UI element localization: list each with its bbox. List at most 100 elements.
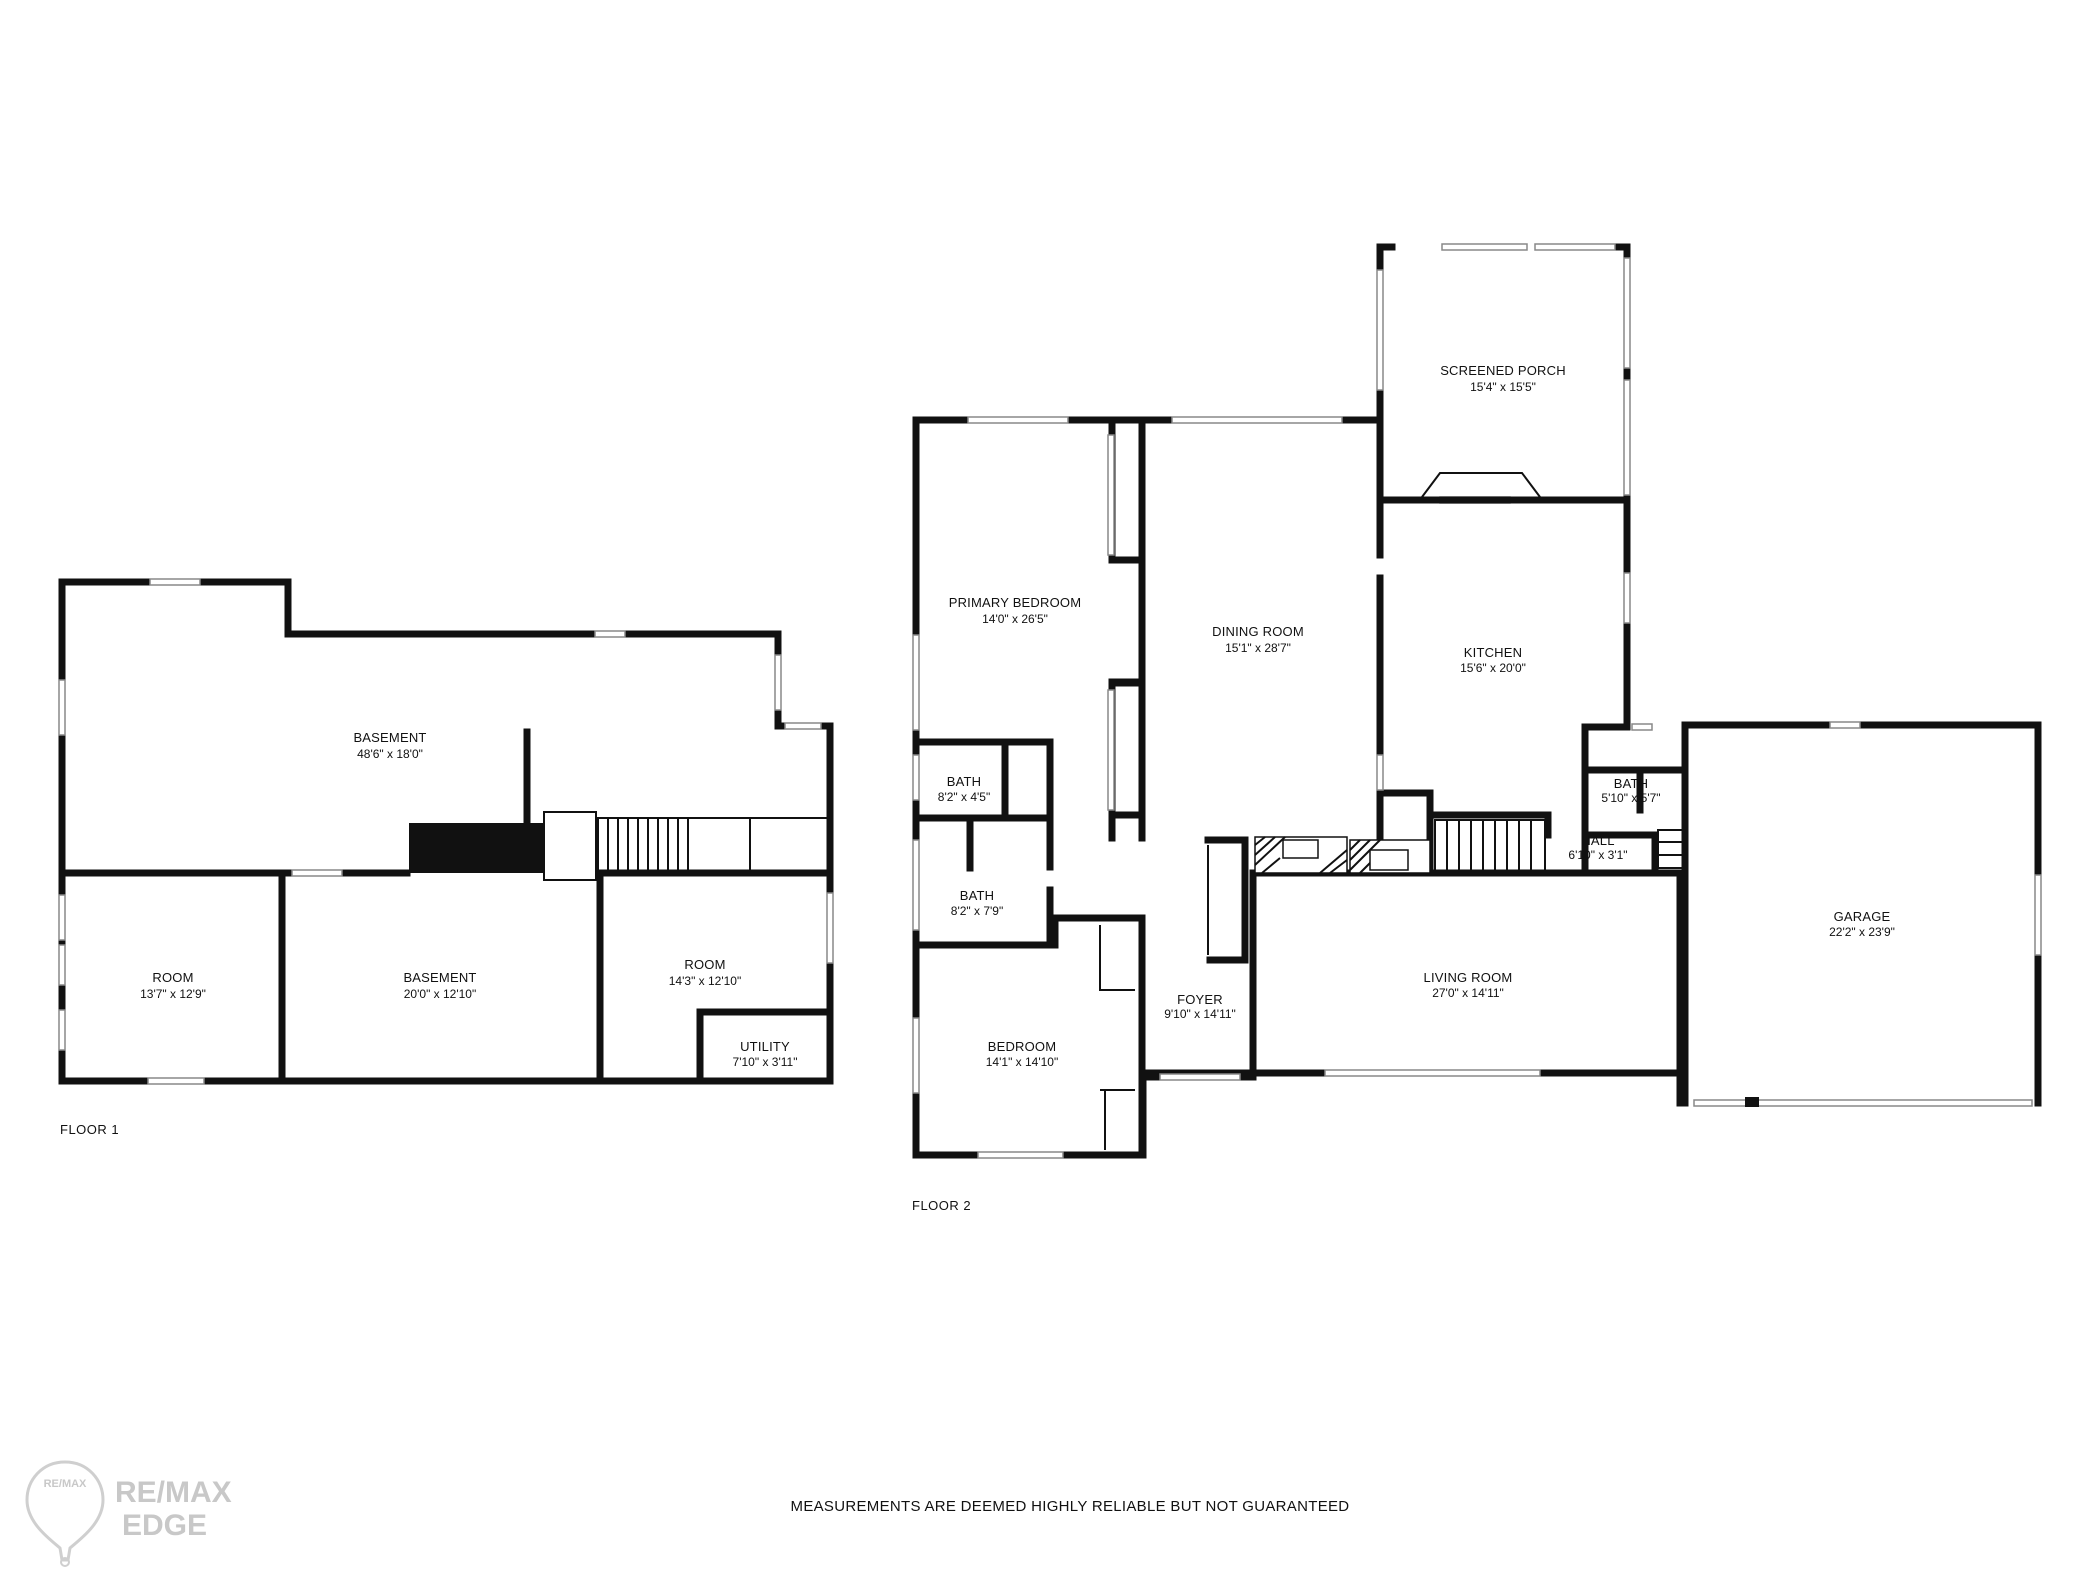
porch-screen	[1623, 257, 1631, 369]
porch-screen	[1534, 243, 1616, 251]
floor-1-stairs	[597, 817, 689, 874]
porch-screen	[1376, 269, 1384, 391]
floor-2-window	[967, 416, 1069, 424]
room-label: BASEMENT	[403, 970, 476, 985]
floor-2-window	[1107, 434, 1115, 556]
room-label: BATH	[960, 888, 995, 903]
kitchen-bath-wall	[1426, 811, 1552, 839]
garage-window	[1829, 721, 1861, 729]
logo-badge-text: RE/MAX	[44, 1478, 87, 1490]
floor-2-window	[1623, 572, 1631, 624]
floor-1-plan: BASEMENT 48'6" x 18'0" ROOM 13'7" x 12'9…	[58, 578, 834, 1137]
floor-1-window	[58, 944, 66, 986]
floor-2-exterior-wall	[912, 416, 1684, 1081]
fireplace-hearth	[1254, 836, 1348, 874]
floor-1-closet	[749, 817, 831, 874]
floor-2-window	[912, 634, 920, 731]
room-dimensions: 8'2" x 4'5"	[938, 790, 990, 804]
room-label: GARAGE	[1834, 909, 1891, 924]
room-label: DINING ROOM	[1212, 624, 1304, 639]
hall-wall	[1581, 811, 1659, 877]
bedroom-closet	[1099, 925, 1135, 991]
floor-1-window	[58, 1009, 66, 1051]
floor-1-window	[149, 578, 201, 586]
floor-1-door-opening	[291, 869, 343, 877]
room-label: SCREENED PORCH	[1440, 363, 1566, 378]
floor-2-window	[1107, 689, 1115, 811]
room-dimensions: 5'10" x 5'7"	[1601, 791, 1660, 805]
room-dimensions: 27'0" x 14'11"	[1432, 986, 1504, 1000]
garage-steps	[1657, 829, 1684, 869]
floor-2-stairs	[1434, 819, 1546, 874]
floor-label: FLOOR 2	[912, 1198, 971, 1213]
floor-1-window	[58, 894, 66, 941]
room-dimensions: 6'10" x 3'1"	[1568, 848, 1627, 862]
room-dimensions: 20'0" x 12'10"	[404, 987, 477, 1001]
garage-door	[1693, 1099, 2033, 1107]
room-dimensions: 7'10" x 3'11"	[733, 1055, 798, 1069]
floor-2-window	[1171, 416, 1343, 424]
room-dimensions: 15'6" x 20'0"	[1460, 661, 1526, 675]
room-label: BATH	[1614, 776, 1649, 791]
room-label: BEDROOM	[988, 1039, 1057, 1054]
room-label: BASEMENT	[353, 730, 426, 745]
room-label: KITCHEN	[1464, 645, 1522, 660]
floor-2-window	[912, 1017, 920, 1094]
fireplace-hearth	[1349, 839, 1431, 874]
floor-2-window	[1376, 754, 1384, 791]
bedroom-wall	[1051, 914, 1146, 1159]
porch-screen	[1441, 243, 1528, 251]
floor-2-window	[977, 1151, 1064, 1159]
room-dimensions: 22'2" x 23'9"	[1829, 925, 1895, 939]
room-dimensions: 14'3" x 12'10"	[669, 974, 742, 988]
room-label: ROOM	[684, 957, 725, 972]
room-label: BATH	[947, 774, 982, 789]
logo-office-text: EDGE	[122, 1509, 207, 1542]
floor-2-window	[912, 839, 920, 931]
floor-1-exterior-wall	[58, 578, 834, 1085]
remax-logo: RE/MAX RE/MAX EDGE	[25, 1460, 232, 1567]
bath-wall	[912, 738, 1054, 819]
room-label: ROOM	[152, 970, 193, 985]
floor-1-window	[594, 630, 626, 638]
floor-1-window	[774, 654, 782, 711]
garage-wall	[1681, 721, 2042, 1107]
floor-2-window	[1324, 1069, 1541, 1077]
room-label: UTILITY	[740, 1039, 790, 1054]
room-dimensions: 8'2" x 7'9"	[951, 904, 1003, 918]
room-label: LIVING ROOM	[1424, 970, 1513, 985]
floor-2-window	[912, 754, 920, 801]
room-dimensions: 15'4" x 15'5"	[1470, 380, 1536, 394]
floor-1-landing	[543, 811, 597, 881]
floor-label: FLOOR 1	[60, 1122, 119, 1137]
room-label: HALL	[1581, 833, 1614, 848]
disclaimer-text: MEASUREMENTS ARE DEEMED HIGHLY RELIABLE …	[791, 1498, 1350, 1515]
room-label: PRIMARY BEDROOM	[949, 595, 1082, 610]
logo-brand-text: RE/MAX	[115, 1476, 232, 1509]
room-dimensions: 48'6" x 18'0"	[357, 747, 423, 761]
floor-1-closet	[687, 817, 751, 874]
floor-1-window	[826, 892, 834, 964]
garage-window	[2034, 874, 2042, 956]
garage-post	[1745, 1097, 1759, 1107]
room-dimensions: 15'1" x 28'7"	[1225, 641, 1291, 655]
bath-window	[1631, 723, 1653, 731]
foyer-wall	[1204, 836, 1249, 964]
porch-fireplace	[1421, 472, 1541, 498]
closet-wall	[1108, 416, 1146, 564]
balloon-icon	[25, 1460, 105, 1562]
room-label: FOYER	[1177, 992, 1223, 1007]
room-dimensions: 13'7" x 12'9"	[140, 987, 206, 1001]
floor-1-dark-block	[409, 823, 544, 873]
floor-1-window	[784, 722, 822, 730]
porch-screen	[1623, 379, 1631, 496]
floor-2-plan: SCREENED PORCH 15'4" x 15'5" PRIMARY BED…	[912, 243, 2042, 1213]
floor-2-window	[1159, 1073, 1241, 1081]
floor-1-window	[147, 1077, 205, 1085]
floor-1-window	[58, 679, 66, 736]
room-dimensions: 14'0" x 26'5"	[982, 612, 1048, 626]
room-dimensions: 9'10" x 14'11"	[1164, 1007, 1236, 1021]
bath-wall	[912, 914, 1059, 949]
room-dimensions: 14'1" x 14'10"	[986, 1055, 1059, 1069]
